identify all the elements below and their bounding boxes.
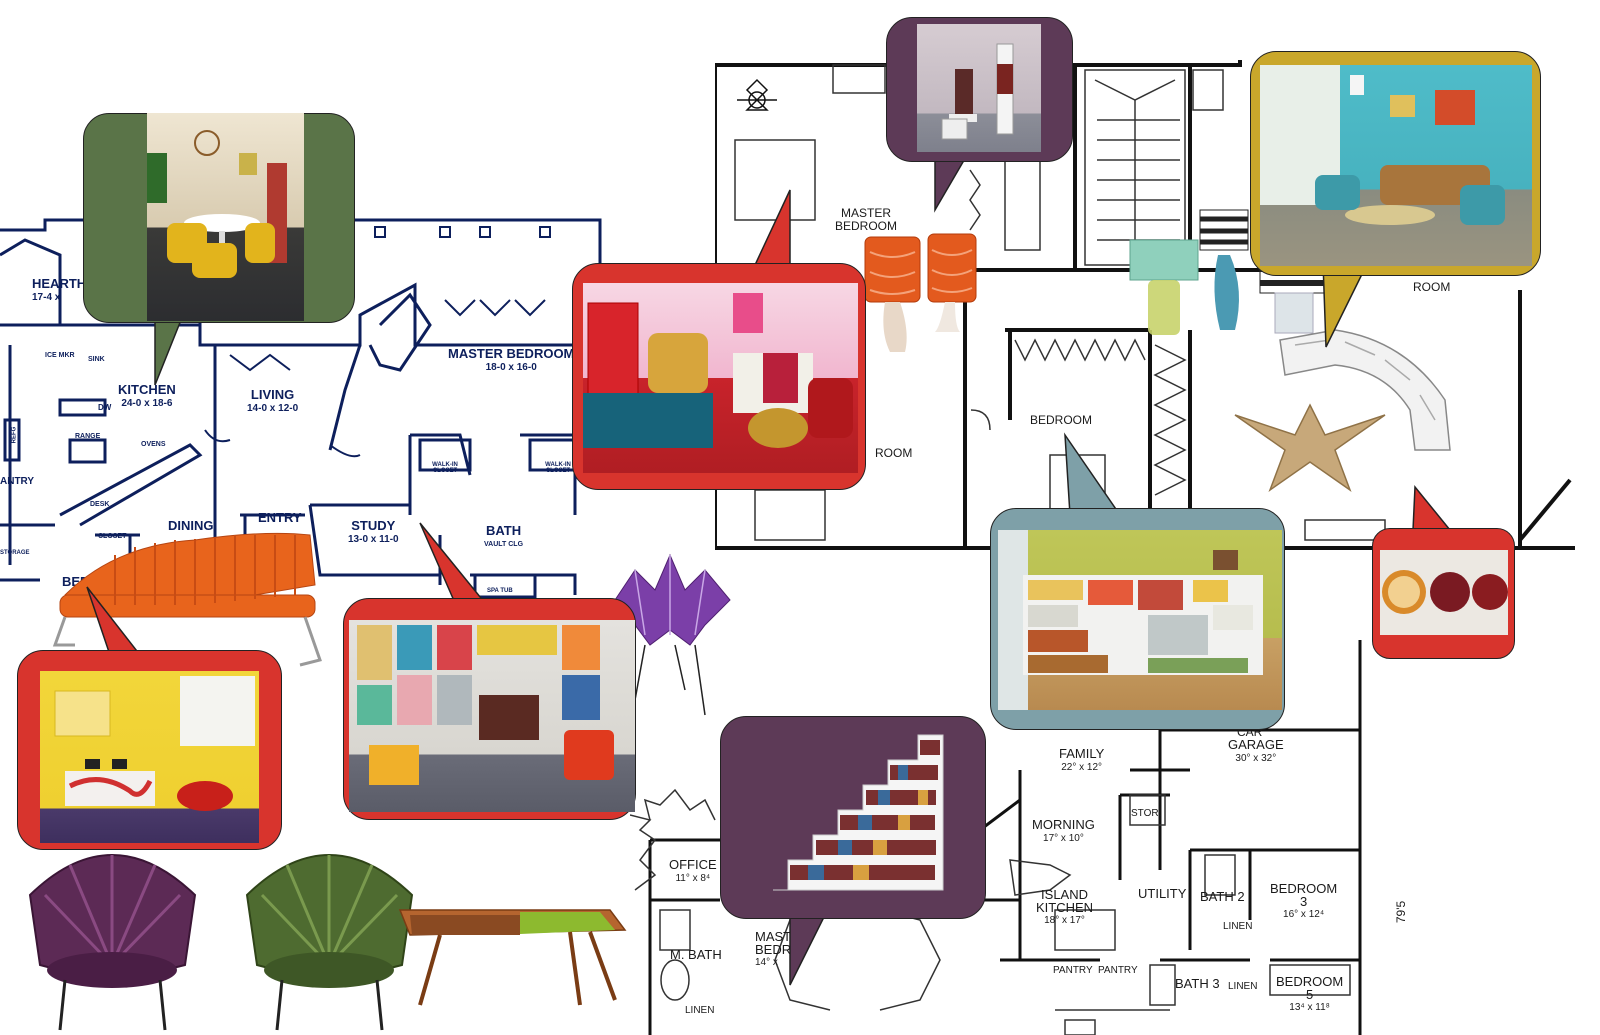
bubble-tail-study — [419, 522, 487, 604]
purple-pendant-lamp — [614, 553, 731, 716]
label-walkin-closet-left: WALK-IN CLOSET — [432, 462, 458, 474]
room-label-m-bath: M. BATH — [670, 947, 722, 962]
label-dimension-side: 79'5 — [1394, 900, 1409, 924]
label-refrigerator: REFG — [11, 426, 18, 444]
label-sink: SINK — [88, 356, 105, 363]
purple-peacock-chair — [28, 854, 197, 1031]
label-spa-tub: SPA TUB — [487, 588, 513, 594]
label-closet: CLOSET — [98, 533, 127, 540]
room-label-utility: UTILITY — [1138, 886, 1187, 901]
room-label-bath3: BATH 3 — [1175, 976, 1220, 991]
photo-patchwork-dresser — [998, 530, 1282, 710]
label-desk: DESK — [90, 501, 110, 508]
room-label-room-left: ROOM — [875, 446, 913, 460]
label-linen-1: LINEN — [1223, 921, 1253, 932]
photo-turquoise-living-room — [1260, 65, 1532, 266]
room-label-room-right: ROOM — [1413, 280, 1451, 294]
blueprint-floor-plan — [0, 218, 602, 599]
bottom-right-floor-plan — [630, 640, 1362, 1035]
room-label-pantry: ANTRY — [0, 476, 35, 487]
label-storage: STORAGE — [0, 550, 30, 556]
label-pantry-2: PANTRY — [1098, 965, 1138, 976]
room-label-dining: DINING — [168, 518, 214, 533]
photo-eclectic-red-room — [583, 283, 858, 473]
mid-century-sideboard — [398, 909, 627, 1006]
label-ice-maker: ICE MKR — [45, 352, 75, 359]
bubble-tail-bedroom-left — [86, 586, 142, 656]
label-linen-3: LINEN — [685, 1005, 715, 1016]
label-pantry-1: PANTRY — [1053, 965, 1093, 976]
room-label-master-bedroom-top: MASTER BEDROOM — [835, 206, 898, 233]
label-storage-bottom: STOR. — [1131, 808, 1162, 819]
photo-staircase-bookshelf — [768, 730, 948, 900]
green-peacock-chair — [245, 854, 414, 1031]
label-dw: DW — [98, 403, 112, 412]
orange-pattern-lamps — [864, 233, 977, 352]
label-range: RANGE — [75, 433, 101, 440]
label-linen-2: LINEN — [1228, 981, 1258, 992]
sectional-sofa-sketch — [1279, 329, 1451, 451]
orange-slatted-sofa — [52, 532, 322, 667]
photo-round-wall-cabinets — [1380, 550, 1508, 635]
bubble-tail-bedroom — [1064, 432, 1122, 516]
photo-white-bedroom-furniture — [917, 24, 1041, 152]
photo-yellow-room — [40, 671, 259, 843]
bubble-tail-living — [753, 189, 791, 266]
label-walkin-closet-right: WALK-IN CLOSET — [545, 462, 571, 474]
room-label-bath2: BATH 2 — [1200, 889, 1245, 904]
label-ovens: OVENS — [141, 441, 166, 448]
photo-colorful-wall-unit — [349, 620, 635, 812]
room-label-bedroom-top: BEDROOM — [1030, 413, 1093, 427]
star-coffee-table — [1234, 403, 1386, 493]
room-label-entry: ENTRY — [258, 510, 302, 525]
photo-yellow-dining-set — [147, 113, 304, 321]
